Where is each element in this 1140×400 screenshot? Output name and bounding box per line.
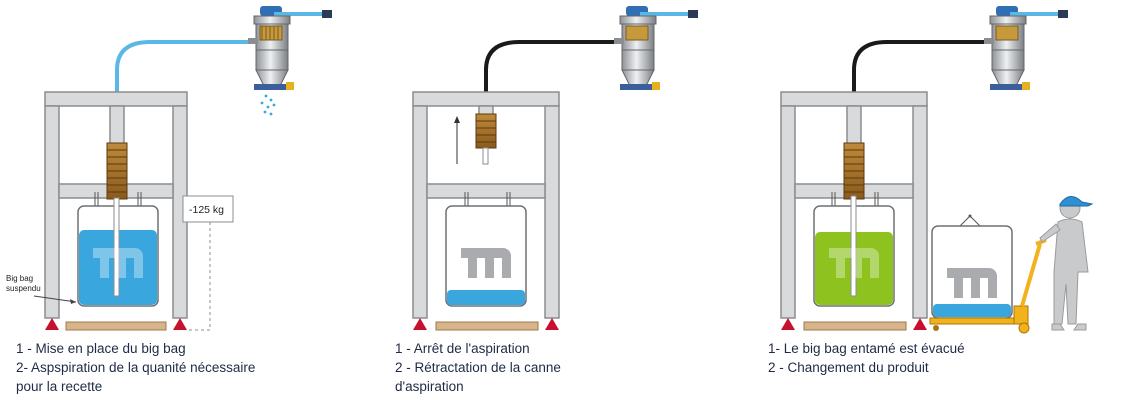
suction-lance-filter	[475, 113, 497, 149]
caption-line: d'aspiration	[395, 379, 464, 394]
weight-label: -125 kg	[189, 204, 224, 216]
pallet-truck-icon	[929, 238, 1047, 334]
discharge-particles	[260, 94, 276, 116]
big-bag-new	[813, 192, 895, 307]
caption-line: 2 - Changement du produit	[768, 360, 929, 375]
caption-line: 2- Aspspiration de la quanité nécessaire	[16, 360, 256, 375]
panel-2	[412, 6, 698, 331]
pallet	[803, 321, 907, 331]
arrow-up-icon	[454, 116, 460, 164]
bag-label-line-2: suspendu	[6, 284, 41, 293]
logo-icon	[829, 248, 879, 278]
foot-right	[545, 318, 559, 330]
panel-3	[780, 6, 1094, 334]
weight-box	[182, 195, 234, 223]
caption-line: pour la recette	[16, 379, 103, 394]
vacuum-receiver-icon	[248, 6, 332, 90]
pallet	[65, 321, 167, 331]
caption-panel-3: 1- Le big bag entamé est évacué 2 - Chan…	[768, 339, 965, 377]
foot-left	[413, 318, 427, 330]
caption-line: 1 - Arrêt de l'aspiration	[395, 341, 530, 356]
vacuum-receiver-icon	[614, 6, 698, 90]
big-bag-hung	[77, 192, 159, 307]
foot-left	[781, 318, 795, 330]
vacuum-receiver-icon	[984, 6, 1068, 90]
big-bag-evacuated	[931, 214, 1013, 319]
foot-right	[913, 318, 927, 330]
bag-label-line-1: Big bag	[6, 274, 33, 283]
logo-icon	[947, 268, 997, 298]
caption-line: 1- Le big bag entamé est évacué	[768, 341, 965, 356]
logo-icon	[461, 248, 511, 278]
transfer-hose-idle	[852, 40, 984, 92]
foot-left	[45, 318, 59, 330]
operator-icon	[1039, 196, 1094, 331]
caption-panel-1: 1 - Mise en place du big bag 2- Aspspira…	[16, 339, 255, 396]
transfer-hose-idle	[484, 40, 614, 92]
caption-line: 2 - Rétractation de la canne	[395, 360, 561, 375]
panel-1: -125 kg Big bag suspendu	[6, 6, 332, 331]
caption-line: 1 - Mise en place du big bag	[16, 341, 186, 356]
station-frame	[412, 91, 560, 319]
bag-label-leader	[33, 295, 77, 303]
logo-icon	[93, 248, 143, 278]
foot-right	[173, 318, 187, 330]
transfer-hose-active	[115, 40, 248, 92]
pallet	[435, 321, 539, 331]
caption-panel-2: 1 - Arrêt de l'aspiration 2 - Rétractati…	[395, 339, 561, 396]
